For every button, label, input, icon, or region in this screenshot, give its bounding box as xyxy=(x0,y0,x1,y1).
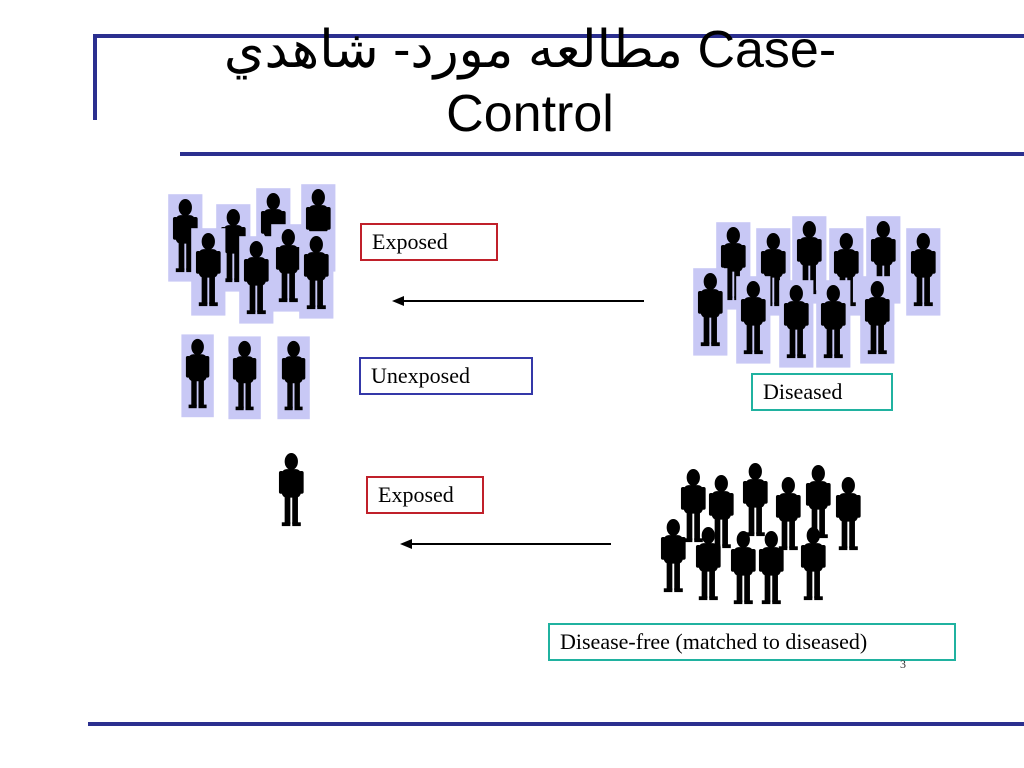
label-exposed-controls: Exposed xyxy=(366,476,484,514)
slide-top-rule xyxy=(95,34,1024,38)
person-icon xyxy=(695,526,721,601)
person-icon xyxy=(693,268,728,356)
slide-left-rule xyxy=(93,34,97,120)
label-unexposed-cases: Unexposed xyxy=(359,357,533,395)
slide-title: مطالعه مورد- شاهدي Case- Control xyxy=(150,18,910,146)
slide-bottom-rule xyxy=(88,722,1024,726)
person-icon xyxy=(730,530,756,605)
person-icon xyxy=(736,276,771,364)
person-icon xyxy=(816,280,851,368)
person-icon xyxy=(660,518,686,593)
person-icon xyxy=(181,334,214,418)
person-icon xyxy=(860,276,895,364)
label-disease-free: Disease-free (matched to diseased) xyxy=(548,623,956,661)
title-underline xyxy=(180,152,1024,156)
person-icon xyxy=(805,464,831,539)
person-icon xyxy=(906,228,941,316)
person-icon xyxy=(191,228,226,316)
slide-title-line-1: مطالعه مورد- شاهدي Case- xyxy=(223,21,837,79)
person-icon xyxy=(779,280,814,368)
person-icon xyxy=(775,476,801,551)
page-number: 3 xyxy=(900,657,906,671)
person-icon xyxy=(680,468,706,543)
person-icon xyxy=(708,474,734,549)
person-icon xyxy=(800,526,826,601)
person-icon xyxy=(228,336,261,420)
person-icon xyxy=(277,336,310,420)
slide-title-line-2: Control xyxy=(446,85,614,143)
arrow-left-icon xyxy=(392,296,644,306)
person-icon xyxy=(742,462,768,537)
person-icon xyxy=(835,476,861,551)
person-icon xyxy=(278,452,304,527)
label-diseased: Diseased xyxy=(751,373,893,411)
person-icon xyxy=(239,236,274,324)
label-exposed-cases: Exposed xyxy=(360,223,498,261)
arrow-left-icon xyxy=(400,539,611,549)
person-icon xyxy=(299,231,334,319)
person-icon xyxy=(758,530,784,605)
